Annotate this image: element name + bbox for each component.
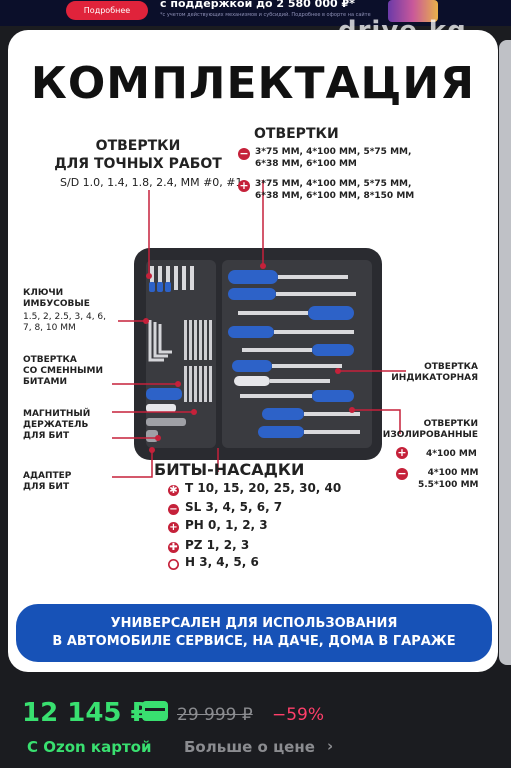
phillips-icon: +: [238, 179, 250, 192]
watermark: drive.kg: [338, 16, 467, 46]
adapter-label: АДАПТЕР ДЛЯ БИТ: [23, 471, 72, 492]
pozidriv-icon: ✚: [168, 542, 179, 553]
insulated-heading: ОТВЕРТКИ ИЗОЛИРОВАННЫЕ: [382, 419, 478, 440]
bit-driver-label: ОТВЕРТКА СО СМЕННЫМИ БИТАМИ: [23, 355, 103, 387]
slotted-sizes: 3*75 MM, 4*100 MM, 5*75 MM, 6*38 MM, 6*1…: [255, 147, 412, 169]
bit-row: ✱T 10, 15, 20, 25, 30, 40: [168, 481, 342, 496]
insulated-phillips-size: 4*100 MM: [426, 449, 477, 459]
chevron-right-icon[interactable]: ›: [327, 737, 334, 755]
discount-badge: −59%: [272, 705, 325, 725]
ad-more-button[interactable]: Подробнее: [66, 1, 148, 20]
bit-row: +PH 0, 1, 2, 3: [168, 518, 268, 533]
ozon-card-label: С Ozon картой: [27, 738, 152, 756]
ozon-card-icon: [142, 701, 168, 721]
slotted-icon: −: [238, 147, 250, 160]
product-image-card[interactable]: КОМПЛЕКТАЦИЯ: [8, 30, 498, 672]
ad-fineprint: *с учетом действующих механизмов и субси…: [160, 12, 371, 18]
indicator-screwdriver-label: ОТВЕРТКА ИНДИКАТОРНАЯ: [391, 362, 478, 383]
more-about-price-link[interactable]: Больше о цене: [184, 738, 315, 756]
bit-row: ✚PZ 1, 2, 3: [168, 538, 250, 553]
screwdrivers-heading: ОТВЕРТКИ: [254, 126, 339, 142]
next-image-peek[interactable]: [499, 40, 511, 665]
phillips-sizes: 3*75 MM, 4*100 MM, 5*75 MM, 6*38 MM, 6*1…: [255, 179, 415, 201]
usage-banner: УНИВЕРСАЛЕН ДЛЯ ИСПОЛЬЗОВАНИЯ В АВТОМОБИ…: [16, 604, 492, 662]
bits-heading: БИТЫ-НАСАДКИ: [154, 460, 305, 479]
ad-banner[interactable]: Подробнее с поддержкой до 2 580 000 ₽* *…: [0, 0, 511, 26]
phillips-icon: +: [168, 522, 179, 533]
torx-icon: ✱: [168, 485, 179, 496]
insulated-phillips-icon: +: [396, 446, 408, 459]
current-price: 12 145 ₽: [22, 698, 149, 728]
insulated-slotted-size: 4*100 MM 5.5*100 MM: [418, 468, 479, 490]
ad-gifts-image: [388, 0, 438, 22]
ad-headline: с поддержкой до 2 580 000 ₽*: [160, 0, 355, 10]
precision-screwdrivers-heading: ОТВЕРТКИ ДЛЯ ТОЧНЫХ РАБОТ: [54, 138, 222, 172]
magnetic-holder-label: МАГНИТНЫЙ ДЕРЖАТЕЛЬ ДЛЯ БИТ: [23, 409, 91, 441]
insulated-slotted-icon: −: [396, 467, 408, 480]
page-title: КОМПЛЕКТАЦИЯ: [30, 58, 476, 109]
slotted-icon: −: [168, 504, 179, 515]
hex-keys-heading: КЛЮЧИ ИМБУСОВЫЕ: [23, 288, 90, 309]
old-price: 29 999 ₽: [177, 705, 253, 725]
bit-row: ●H 3, 4, 5, 6: [168, 555, 259, 570]
bit-row: −SL 3, 4, 5, 6, 7: [168, 500, 283, 515]
tool-case-illustration: [112, 180, 406, 478]
hex-keys-sizes: 1.5, 2, 2.5, 3, 4, 6, 7, 8, 10 MM: [23, 312, 106, 333]
hex-icon: ●: [168, 559, 179, 570]
precision-sizes: S/D 1.0, 1.4, 1.8, 2.4, MM #0, #1: [60, 176, 243, 189]
